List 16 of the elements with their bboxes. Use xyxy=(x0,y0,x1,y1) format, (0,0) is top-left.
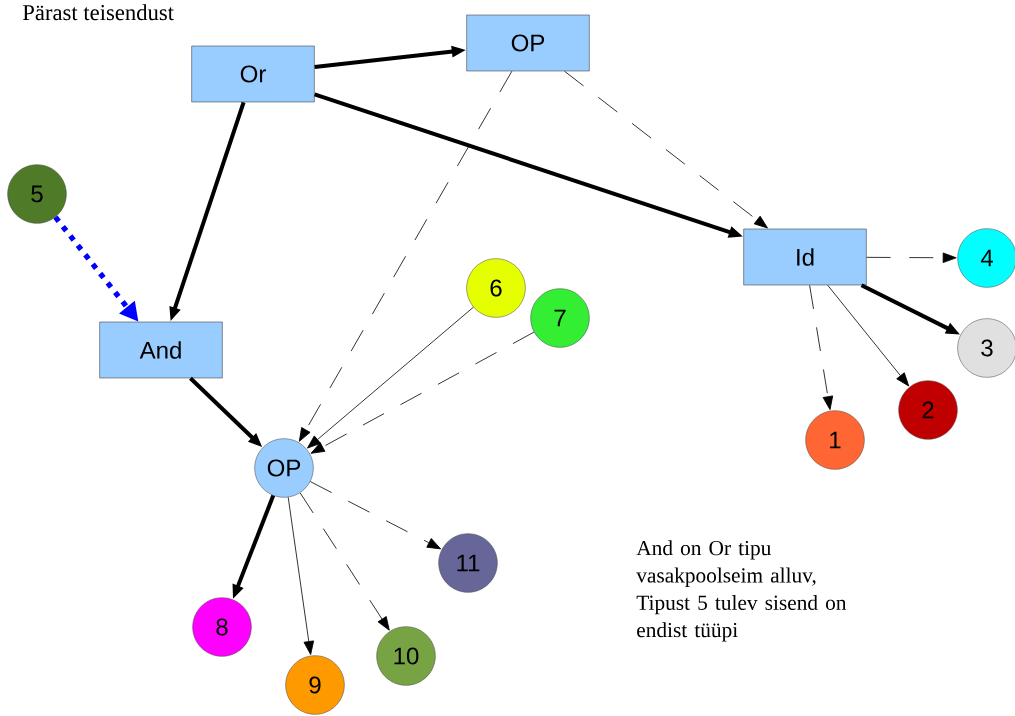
heading: Pärast teisendust xyxy=(22,4,174,21)
arrow xyxy=(809,284,834,411)
process-box: And xyxy=(99,321,223,379)
process-box: Or xyxy=(191,45,315,103)
note-text: And on Or tipu vasakpoolseim alluv, Tipust 5 tulev sisend on endist tüüpi xyxy=(636,540,847,642)
arrow xyxy=(827,284,910,387)
process-box: Id xyxy=(743,228,867,286)
arrow xyxy=(287,496,314,655)
arrow xyxy=(309,481,442,550)
arrow xyxy=(307,306,474,449)
arrow xyxy=(299,492,390,631)
arrow xyxy=(866,252,957,263)
arrow xyxy=(564,70,768,229)
arrow xyxy=(298,70,513,442)
process-box: OP xyxy=(466,14,590,72)
arrow xyxy=(310,331,535,454)
